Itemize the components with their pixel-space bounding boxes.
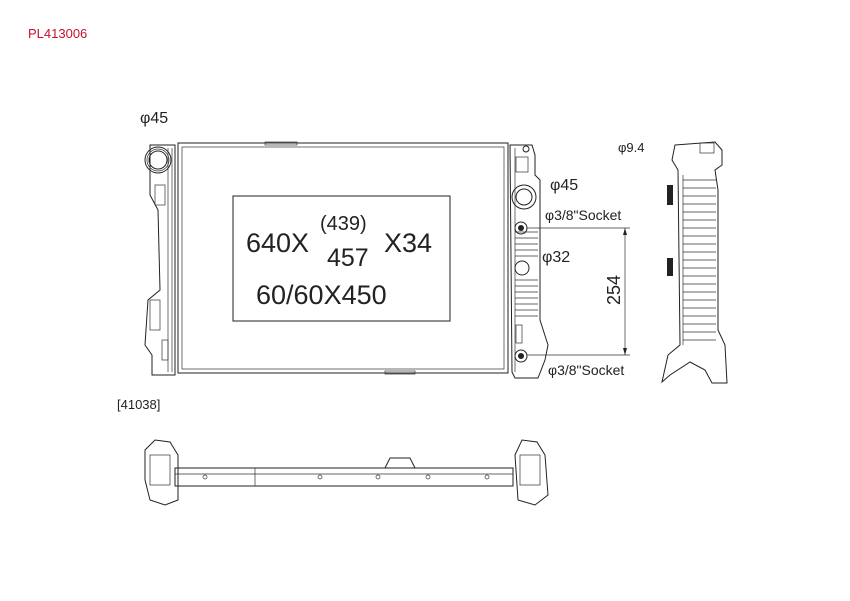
- bottom-view: [144, 439, 549, 506]
- left-tank: [144, 144, 176, 376]
- spec-box: [232, 195, 451, 322]
- side-view: [661, 141, 728, 384]
- reference-code: [41038]: [117, 397, 160, 412]
- side-port-label: φ9.4: [618, 140, 645, 155]
- right-tank: [509, 144, 549, 379]
- socket-lower-label: φ3/8"Socket: [548, 362, 624, 378]
- part-number: PL413006: [28, 26, 87, 41]
- outlet-diameter-label: φ45: [550, 177, 578, 194]
- socket-lower: [514, 349, 528, 363]
- socket-spacing-value: 254: [604, 275, 624, 305]
- core-height-inner: (439): [320, 213, 367, 235]
- outlet-neck: [511, 184, 537, 210]
- port-32: [514, 260, 530, 276]
- core-width: 640X: [246, 228, 309, 258]
- port-32-label: φ32: [542, 249, 570, 266]
- core-height: 457: [327, 244, 369, 272]
- socket-upper-label: φ3/8"Socket: [545, 207, 621, 223]
- inlet-diameter-label: φ45: [140, 110, 168, 127]
- socket-spacing-dimension: 254: [527, 227, 630, 356]
- core-thickness: X34: [384, 228, 432, 258]
- front-view: 640X (439) 457 X34 60/60X450: [144, 141, 549, 379]
- tank-spec: 60/60X450: [256, 280, 387, 310]
- inlet-neck: [144, 146, 172, 174]
- radiator-core: [177, 142, 509, 374]
